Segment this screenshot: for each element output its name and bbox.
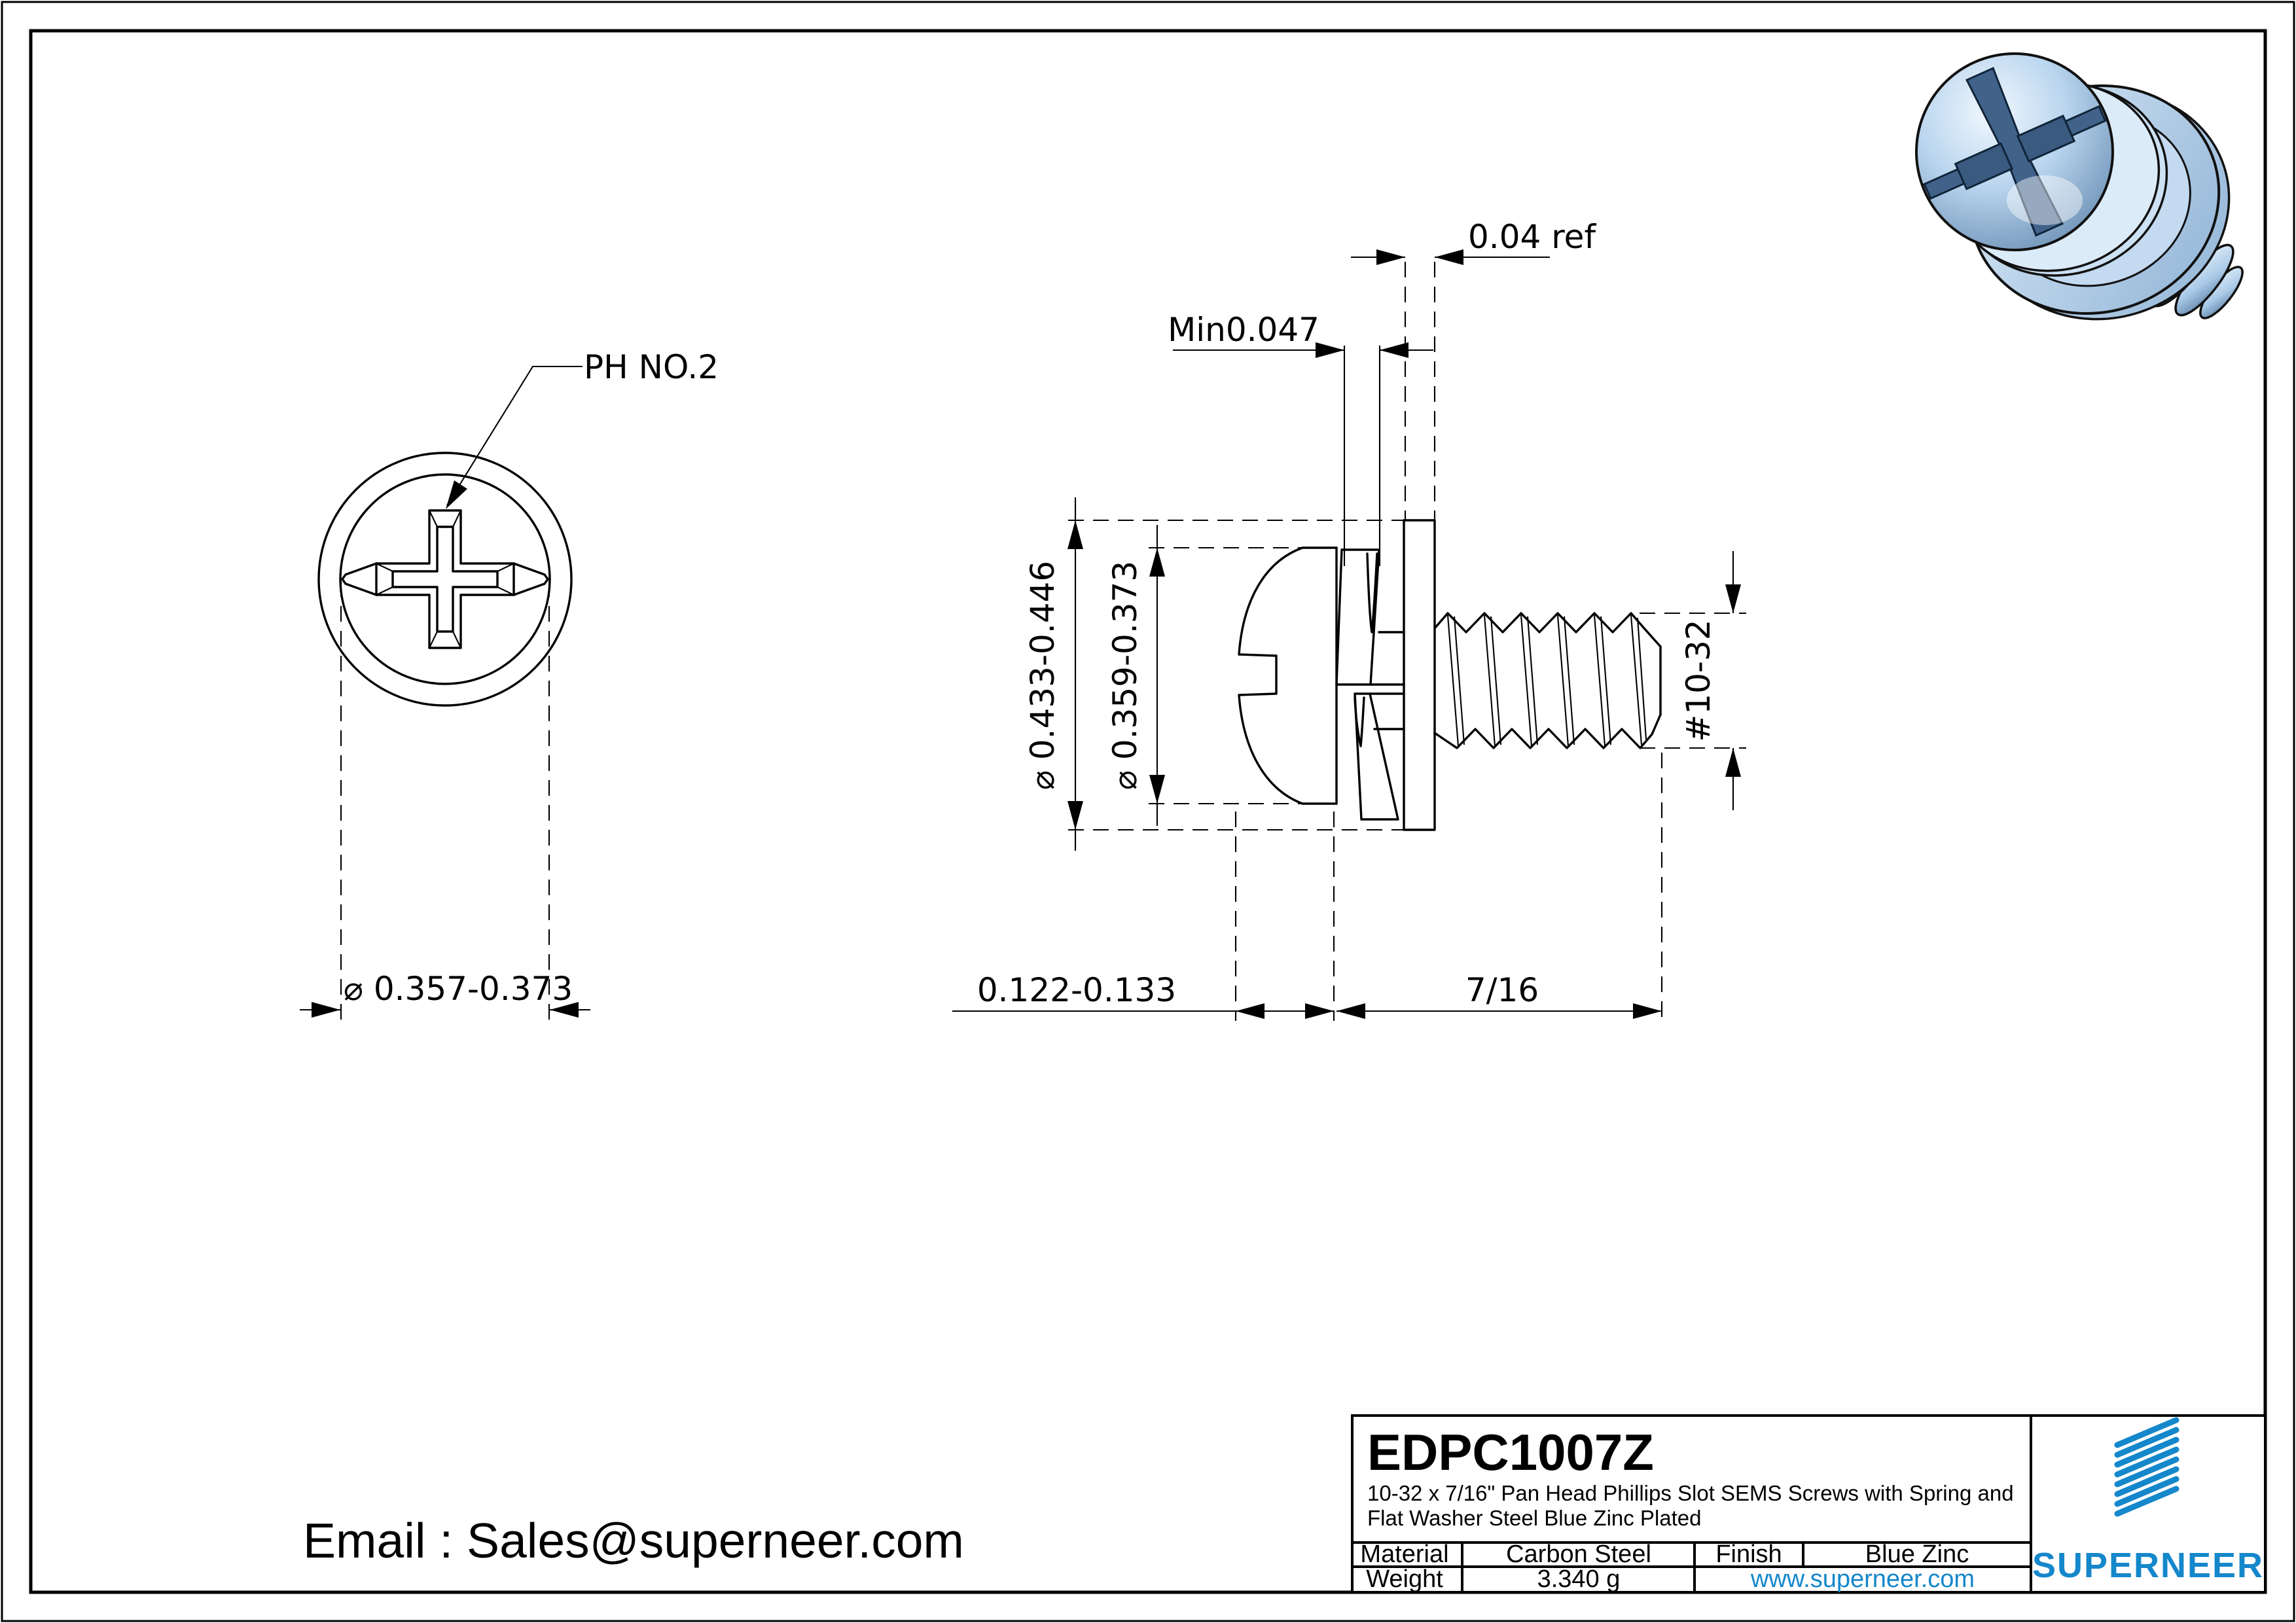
head-outline-circle (339, 473, 551, 685)
washer-thickness-label: 0.04 ref (1468, 218, 1596, 256)
front-view: PH NO.2 ⌀ 0.357-0.373 (300, 348, 719, 1025)
front-diameter-dimension: ⌀ 0.357-0.373 (300, 581, 590, 1025)
part-number: EDPC1007Z (1367, 1423, 1654, 1481)
website-link[interactable]: www.superneer.com (1750, 1565, 1975, 1593)
flat-washer-profile (1403, 519, 1436, 831)
threaded-shank (1433, 612, 1662, 749)
phillips-slot-drive (1923, 67, 2107, 237)
material-label: Material (1360, 1541, 1448, 1568)
phillips-cross-recess (375, 509, 515, 649)
title-block-grid (1351, 1414, 2267, 1594)
washer-od-label: ⌀ 0.433-0.446 (1024, 561, 1062, 790)
weight-label: Weight (1366, 1565, 1443, 1593)
spring-min-dimension: Min0.047 (1168, 311, 1433, 358)
head-od-label: ⌀ 0.359-0.373 (1106, 561, 1144, 790)
email-contact: Email : Sales@superneer.com (303, 1513, 964, 1568)
washer-outline-circle (317, 452, 573, 707)
finish-value: Blue Zinc (1865, 1541, 1969, 1568)
title-block: EDPC1007Z 10-32 x 7/16" Pan Head Phillip… (1351, 1414, 2267, 1594)
screw-3d-image (1915, 52, 2244, 321)
side-view: ⌀ 0.433-0.446 ⌀ 0.359-0.373 #10-32 0.04 … (952, 218, 1746, 1021)
drive-callout-label: PH NO.2 (584, 348, 719, 386)
bottom-dimensions: 0.122-0.133 7/16 (952, 971, 1662, 1019)
weight-value: 3.340 g (1537, 1565, 1621, 1593)
thread-size-label: #10-32 (1679, 619, 1717, 741)
finish-label: Finish (1715, 1541, 1782, 1568)
thread-length-label: 7/16 (1465, 971, 1539, 1009)
spring-washer-profile (1335, 548, 1405, 821)
material-value: Carbon Steel (1506, 1541, 1651, 1568)
drive-callout-leader (446, 365, 583, 509)
shank-stub-lines (1373, 631, 1405, 730)
head-od-dimension: ⌀ 0.359-0.373 (1106, 525, 1165, 826)
description-line1: 10-32 x 7/16" Pan Head Phillips Slot SEM… (1367, 1481, 2014, 1505)
description-line2: Flat Washer Steel Blue Zinc Plated (1367, 1506, 1702, 1530)
thread-size-dimension: #10-32 (1679, 551, 1741, 810)
head-height-label: 0.122-0.133 (977, 971, 1176, 1009)
spring-min-label: Min0.047 (1168, 311, 1319, 349)
extension-lines (1068, 262, 1746, 1021)
superneer-logo-icon (2114, 1417, 2179, 1517)
front-head-diameter-label: ⌀ 0.357-0.373 (344, 970, 573, 1008)
washer-thickness-dimension: 0.04 ref (1351, 218, 1596, 265)
brand-name: SUPERNEER (2032, 1546, 2264, 1585)
slot-recess (341, 562, 549, 596)
washer-od-dimension: ⌀ 0.433-0.446 (1024, 497, 1083, 851)
